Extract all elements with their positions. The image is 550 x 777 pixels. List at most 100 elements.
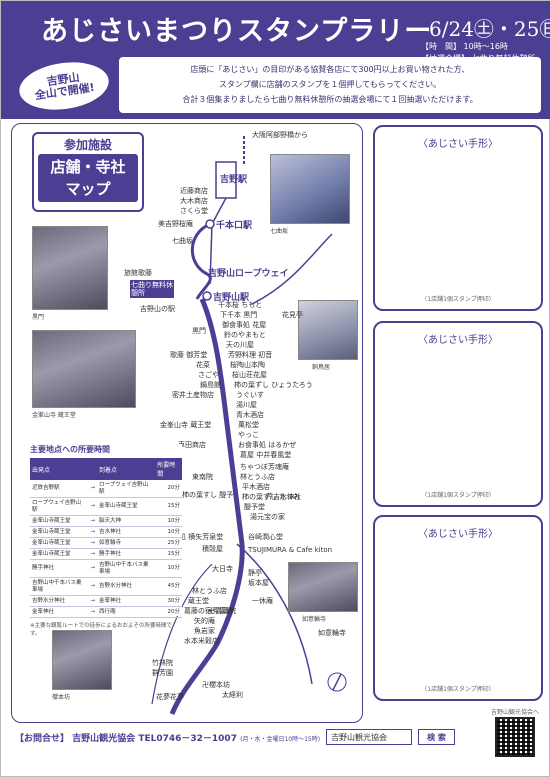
map-spot: 鈴のやまもと [224,331,266,339]
sakuramotobo-photo [52,630,112,690]
time-value: 10時～16時 [463,42,508,51]
footer-contact: 【お問合せ】 吉野山観光協会 TEL0746－32－1007 (月・水・金曜日1… [15,727,485,747]
table-cell: 脳天大神 [96,515,156,527]
map-spot: 柿の葉ずし たつみ [242,493,301,501]
table-cell: → [88,606,97,618]
map-spot: 矢的庵 [194,617,215,625]
table-cell: 近鉄吉野駅 [30,480,89,498]
table-header-row: 出発点 到着点 所要時間 [30,458,182,480]
qr-code[interactable] [495,717,535,757]
map-spot: TSUJIMURA & Cafe kiton [248,546,333,554]
rules-line: スタンプ欄に店舗のスタンプを１個押してもらってください。 [218,80,442,89]
ropeway-label: 吉野山ロープウェイ [208,269,289,279]
table-cell: → [88,480,97,498]
table-cell: ロープウェイ吉野山駅 [96,480,156,498]
table-cell: 30分 [155,595,182,607]
table-cell: 吉野水分神社 [96,577,156,596]
map-spot: 歌藤 御芳堂 [170,351,208,359]
search-input[interactable] [326,729,413,745]
table-cell: 吉水神社 [96,526,156,538]
map-spot: 密井土産物店 [172,391,214,399]
header-banner: あじさいまつりスタンプラリー 6/24㊏・25㊐ 【時 間】 10時～16時 【… [1,1,550,119]
table-cell: 吉野水分神社 [30,595,89,607]
table-cell: 10分 [155,526,182,538]
map-spot: 金峯山寺 蔵王堂 [160,421,212,429]
table-cell: → [88,559,97,578]
route-lines [151,136,347,715]
table-cell: 10分 [155,515,182,527]
map-spot: 七曲坂 [172,237,193,245]
map-spot: 積殻屋 [202,545,223,553]
route-map: 参加施設 店舗・寺社 マップ 七曲坂 黒門 金峯山寺 蔵王堂 銅鳥居 如意輪寺 … [11,123,363,723]
table-cell: 45分 [155,577,182,596]
travel-time-table: 主要地点への所要時間 出発点 到着点 所要時間 近鉄吉野駅→ロープウェイ吉野山駅… [30,444,182,637]
table-cell: 金峯神社 [96,595,156,607]
map-spot: 坂本屋 [248,579,269,587]
page-title: あじさいまつりスタンプラリー [41,16,433,47]
stamp-title: 〈あじさい手形〉 [418,529,498,540]
table-cell: 勝手神社 [30,559,89,578]
nyoirinji-photo [288,562,358,612]
hydrangea-photo [270,154,350,224]
map-spot: ちゃつぼ芳魂庵 [240,463,289,471]
search-button[interactable]: 検 索 [418,729,455,745]
table-cell: 金峯山寺蔵王堂 [30,515,89,527]
table-cell: → [88,497,97,516]
table-cell: 金峯山寺蔵王堂 [96,497,156,516]
map-spot: さごや [198,371,219,379]
map-spot: 青木酒店 [236,411,264,419]
map-spot: 卍喜蔵院 [208,607,236,615]
map-spot: 葛屋 中井春風堂 [240,451,292,459]
table-header: 所要時間 [155,458,182,480]
map-spot: 芳野料理 初音 [228,351,273,359]
torii-photo [298,300,358,360]
table-header [88,458,97,480]
map-spot: 蔵王堂 [188,597,209,605]
map-spot: 萬松堂 [238,421,259,429]
table-cell: → [88,577,97,596]
map-spot: 群芳園 [152,669,173,677]
table-cell: → [88,526,97,538]
table-cell: → [88,595,97,607]
stamp-box-3: 〈あじさい手形〉 （1店舗1個スタンプ押印） [373,515,543,701]
table-cell: → [88,537,97,549]
map-spot: 一休庵 [252,597,273,605]
facility-legend: 参加施設 店舗・寺社 マップ [32,132,144,212]
facility-heading: 店舗・寺社 マップ [38,154,138,202]
facility-label: 参加施設 [63,138,112,152]
map-spot: 卍櫻本坊 [202,681,230,689]
photo-label: 櫻本坊 [52,694,71,701]
map-spot: 近藤商店 [180,187,208,195]
map-spot: 静亭 [248,569,262,577]
map-spot: 東南院 [192,473,213,481]
yoshino-station: 吉野駅 [220,175,248,185]
photo-label: 如意輪寺 [302,616,327,623]
map-spot: 吉野山の駅 [140,305,175,313]
stamp-box-1: 〈あじさい手形〉 （1店舗1個スタンプ押印） [373,125,543,311]
rules-box: 店頭に「あじさい」の目印がある協賛各店にて300円以上お買い物された方、 スタン… [119,57,541,113]
badge-line2: 全山で開催! [34,80,96,103]
map-spot: 大阪阿部野橋から [252,131,308,139]
stamp-title: 〈あじさい手形〉 [418,139,498,150]
table-cell: 20分 [155,606,182,618]
rules-line: 合計３個集まりましたら七曲り無料休憩所の抽選会場にて１回抽選いただけます。 [182,95,478,104]
stamp-note: （1店舗1個スタンプ押印） [421,492,495,499]
rest-area-label: 七曲り無料休憩所 [130,280,174,298]
map-spot: さくら堂 [180,207,208,215]
contact-label: 【お問合せ】 [15,733,70,744]
kuromon-photo [32,226,108,310]
table-cell: 25分 [155,537,182,549]
table-cell: 如意輪寺 [96,537,156,549]
contact-tel: TEL0746－32－1007 [138,733,237,744]
table-cell: → [88,515,97,527]
table-header: 出発点 [30,458,89,480]
table-title: 主要地点への所要時間 [30,445,110,454]
